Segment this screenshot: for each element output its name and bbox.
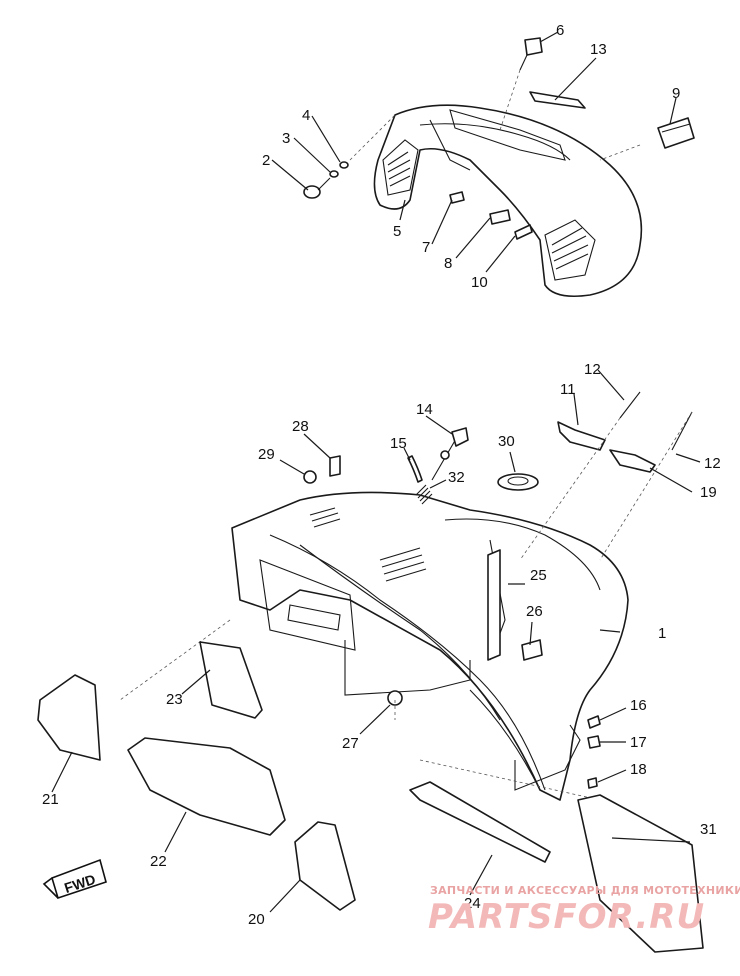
block-part-28 [329,455,341,477]
watermark: ЗАПЧАСТИ И АКСЕССУАРЫ ДЛЯ МОТОТЕХНИКИ PA… [428,884,740,937]
callout-10: 10 [471,274,488,291]
callout-16: 16 [630,697,647,714]
callout-5: 5 [393,223,401,240]
bolt-part-2 [303,177,331,199]
washer-part-4 [339,161,349,169]
callout-24: 24 [464,895,481,912]
callout-14: 14 [416,401,433,418]
callout-2: 2 [262,152,270,169]
foam-block-part-24 [409,781,551,863]
bolt-part-12b [671,411,693,451]
fastener-part-17 [587,735,601,749]
callout-28: 28 [292,418,309,435]
callout-4: 4 [302,107,310,124]
callout-17: 17 [630,734,647,751]
fastener-part-18 [587,777,598,789]
callout-12b: 12 [704,455,721,472]
callout-3: 3 [282,130,290,147]
callout-13: 13 [590,41,607,58]
callout-7: 7 [422,239,430,256]
callout-20: 20 [248,911,265,928]
callout-11: 11 [560,381,576,398]
washer-part-3 [329,170,339,178]
fastener-part-16 [587,715,601,729]
pad-part-23 [199,641,263,719]
forward-arrow-icon: FWD [42,858,107,900]
callout-31: 31 [700,821,717,838]
watermark-brand: PARTSFOR.RU [428,897,705,937]
spring-part-32 [415,484,433,505]
latch-part-14 [431,427,469,481]
foam-pad-part-20 [294,821,356,911]
fastener-part-7 [449,191,465,204]
callout-12a: 12 [584,361,601,378]
bracket-part-11 [557,421,606,451]
callout-25: 25 [530,567,547,584]
trim-strip-part-13 [529,91,586,109]
callout-labels: 1 2 3 4 5 6 7 8 9 10 11 12 12 13 14 15 1… [42,22,721,928]
callout-29: 29 [258,446,275,463]
callout-21: 21 [42,791,59,808]
panel-part-31 [577,794,704,953]
grommet-part-30 [497,473,539,491]
watermark-tagline: ЗАПЧАСТИ И АКСЕССУАРЫ ДЛЯ МОТОТЕХНИКИ [430,884,740,897]
callout-1: 1 [658,625,666,642]
callout-19: 19 [700,484,717,501]
callout-18: 18 [630,761,647,778]
hood-cowl-part-5 [373,104,643,298]
strip-part-25 [487,549,501,661]
callout-23: 23 [166,691,183,708]
screw-part-6 [519,37,543,71]
hook-part-15 [407,455,423,483]
callout-32: 32 [448,469,465,486]
leader-lines [51,31,701,913]
clip-part-9 [657,117,695,149]
callout-8: 8 [444,255,452,272]
callout-22: 22 [150,853,167,870]
pad-part-26 [521,639,543,661]
nut-part-29 [303,470,317,484]
callout-15: 15 [390,435,407,452]
callout-30: 30 [498,433,515,450]
nut-part-27 [387,690,403,706]
callout-26: 26 [526,603,543,620]
bracket-part-19 [609,449,656,473]
fastener-part-10 [514,224,533,240]
main-shroud-part-1 [231,491,629,801]
foam-sheet-part-22 [127,737,286,836]
callout-27: 27 [342,735,359,752]
callout-9: 9 [672,85,680,102]
bolt-part-12a [619,391,641,419]
fastener-part-8 [489,209,511,225]
foam-pad-part-21 [37,674,101,761]
callout-6: 6 [556,22,564,39]
